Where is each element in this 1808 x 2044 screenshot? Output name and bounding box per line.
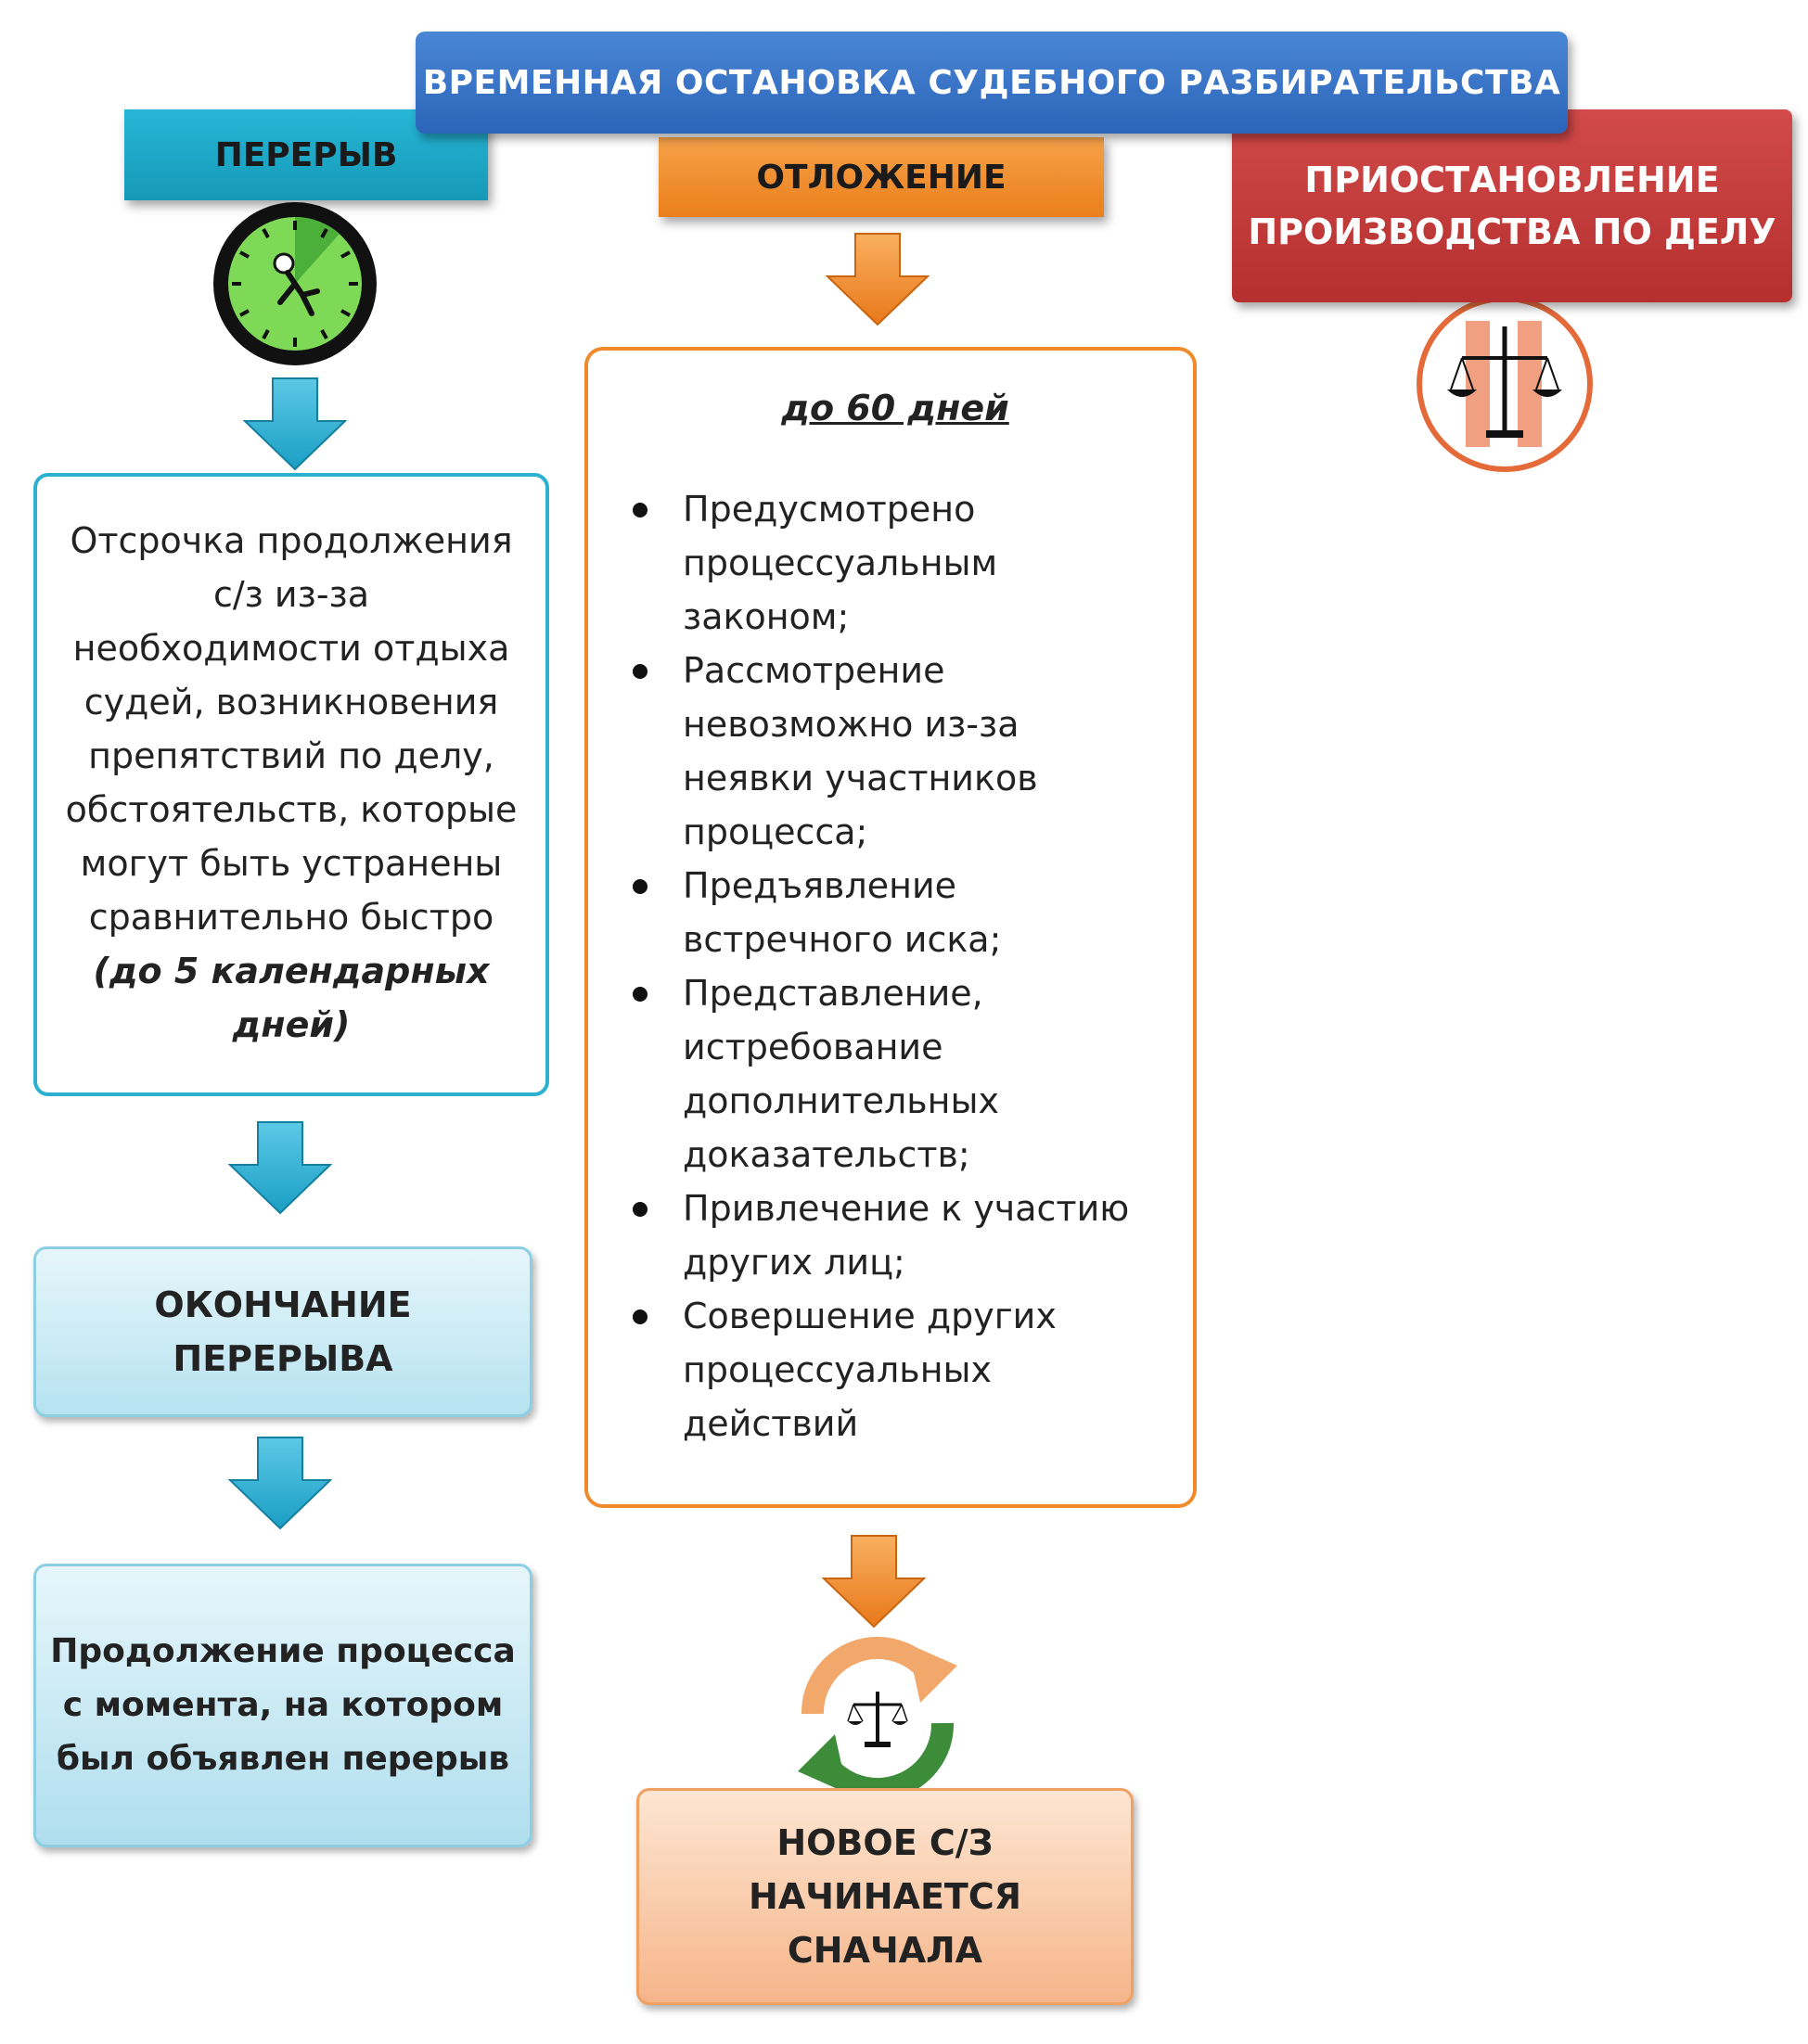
continue-line-1: Продолжение процесса [50, 1632, 516, 1670]
list-item: Предъявление встречного иска; [625, 859, 1165, 966]
cycle-scales-icon [798, 1636, 957, 1801]
break-desc-line: обстоятельств, которые [65, 789, 518, 830]
list-item-line: процессуальным [683, 543, 998, 583]
down-arrow-icon [243, 377, 347, 471]
continue-line-2: с момента, на котором [62, 1686, 504, 1724]
new-session-line-3: СНАЧАЛА [787, 1930, 983, 1971]
break-desc-line: Отсрочка продолжения [70, 520, 513, 561]
list-item-line: действий [683, 1403, 859, 1444]
clock-icon [213, 202, 377, 365]
down-arrow-icon [822, 1535, 926, 1629]
list-item-line: дополнительных [683, 1080, 999, 1121]
break-desc-line: могут быть устранены [80, 843, 503, 884]
list-item: Рассмотрение невозможно из-за неявки уча… [625, 644, 1165, 859]
end-break-line-2: ПЕРЕРЫВА [173, 1338, 393, 1379]
down-arrow-icon [228, 1437, 332, 1530]
list-item-line: процессуальных [683, 1349, 993, 1390]
list-item-line: неявки участников [683, 758, 1038, 798]
list-item-line: процесса; [683, 811, 868, 852]
break-desc-line: препятствий по делу, [88, 735, 494, 776]
process-continuation: Продолжение процесса с момента, на котор… [33, 1564, 532, 1847]
postponement-details: до 60 дней Предусмотрено процессуальным … [584, 347, 1197, 1508]
bullet-icon [633, 987, 648, 1002]
suspension-line-1: ПРИОСТАНОВЛЕНИЕ [1304, 160, 1720, 200]
end-break-line-1: ОКОНЧАНИЕ [154, 1284, 412, 1325]
break-term: дней) [232, 1004, 351, 1045]
new-session: НОВОЕ С/З НАЧИНАЕТСЯ СНАЧАЛА [636, 1788, 1134, 2005]
bullet-icon [633, 1202, 648, 1217]
break-description: Отсрочка продолжения с/з из-за необходим… [33, 473, 549, 1096]
bullet-icon [633, 664, 648, 679]
suspension-line-2: ПРОИЗВОДСТВА ПО ДЕЛУ [1248, 211, 1776, 252]
list-item: Совершение других процессуальных действи… [625, 1289, 1165, 1450]
break-desc-line: необходимости отдыха [72, 628, 510, 669]
list-item-line: Представление, [683, 973, 983, 1014]
bullet-icon [633, 1309, 648, 1324]
list-item: Привлечение к участию других лиц; [625, 1182, 1165, 1289]
down-arrow-icon [228, 1121, 332, 1215]
break-desc-line: с/з из-за [212, 574, 370, 615]
list-item-line: Привлечение к участию [683, 1188, 1130, 1229]
category-suspension: ПРИОСТАНОВЛЕНИЕ ПРОИЗВОДСТВА ПО ДЕЛУ [1232, 109, 1792, 302]
diagram-title: ВРЕМЕННАЯ ОСТАНОВКА СУДЕБНОГО РАЗБИРАТЕЛ… [416, 32, 1568, 134]
list-item-line: встречного иска; [683, 919, 1002, 960]
list-item: Представление, истребование дополнительн… [625, 966, 1165, 1182]
new-session-line-2: НАЧИНАЕТСЯ [749, 1876, 1021, 1917]
postponement-term: до 60 дней [781, 388, 1009, 428]
list-item-line: Предусмотрено [683, 489, 976, 530]
list-item-line: невозможно из-за [683, 704, 1019, 745]
list-item-line: других лиц; [683, 1242, 905, 1283]
break-desc-line: сравнительно быстро [88, 897, 494, 938]
list-item-line: Совершение других [683, 1296, 1057, 1336]
list-item-line: Предъявление [683, 865, 957, 906]
down-arrow-icon [826, 233, 930, 326]
bullet-icon [633, 503, 648, 517]
end-of-break: ОКОНЧАНИЕ ПЕРЕРЫВА [33, 1246, 532, 1417]
scales-icon [1417, 296, 1593, 472]
list-item-line: Рассмотрение [683, 650, 945, 691]
new-session-line-1: НОВОЕ С/З [776, 1822, 994, 1863]
list-item-line: истребование [683, 1027, 943, 1067]
break-desc-line: судей, возникновения [83, 682, 499, 722]
list-item-line: законом; [683, 596, 850, 637]
postponement-reasons: Предусмотрено процессуальным законом; Ра… [625, 482, 1165, 1450]
category-postponement: ОТЛОЖЕНИЕ [659, 137, 1104, 217]
list-item: Предусмотрено процессуальным законом; [625, 482, 1165, 644]
list-item-line: доказательств; [683, 1134, 970, 1175]
continue-line-3: был объявлен перерыв [56, 1740, 510, 1778]
break-term: (до 5 календарных [93, 951, 490, 991]
bullet-icon [633, 879, 648, 894]
